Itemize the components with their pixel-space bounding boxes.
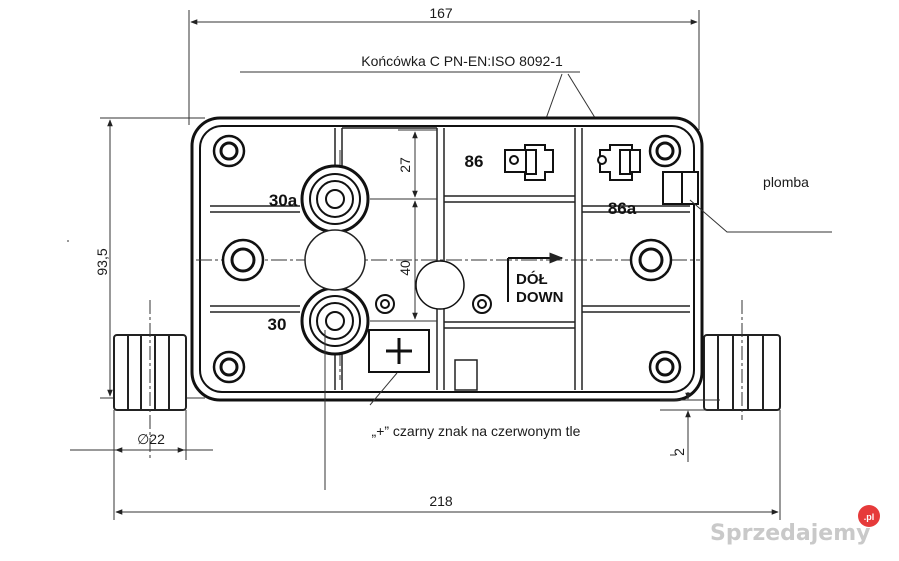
hole-mid-left (221, 238, 265, 282)
stud-30 (300, 286, 370, 356)
seal-block (662, 171, 699, 205)
plus-note: „+” czarny znak na czerwonym tle (372, 423, 581, 439)
dimension-bottom (113, 410, 781, 520)
hole-bottom-right (648, 350, 682, 384)
dim-width-bottom: 218 (429, 493, 453, 509)
dim-27: 27 (397, 157, 413, 173)
dim-diameter: ∅22 (137, 431, 165, 447)
plus-symbol-box (368, 329, 430, 373)
small-pins (375, 260, 492, 314)
connector-spec-label: Końcówka C PN-EN:ISO 8092-1 (361, 53, 563, 69)
terminal-30-label: 30 (268, 315, 287, 334)
dim-40: 40 (397, 260, 413, 276)
seal-label: plomba (763, 174, 809, 190)
hole-top-left (212, 134, 246, 168)
internal-ribs (210, 127, 690, 391)
hole-mid-right (629, 238, 673, 282)
connector-86 (504, 144, 554, 181)
stud-30a (300, 164, 370, 234)
dim-2: 2 (671, 448, 687, 456)
terminal-86-label: 86 (465, 152, 484, 171)
terminal-86a-label: 86a (608, 199, 637, 218)
connector-86a (597, 144, 641, 181)
dim-27-40-lines (370, 129, 437, 322)
corner-holes (212, 134, 682, 384)
dimension-top (188, 10, 700, 130)
dimension-2 (660, 392, 720, 462)
watermark: Sprzedajemy .pl (710, 505, 880, 546)
orientation-en: DOWN (516, 289, 564, 306)
down-arrow (507, 252, 564, 302)
terminal-30a-label: 30a (269, 191, 298, 210)
hole-bottom-left (212, 350, 246, 384)
watermark-text: Sprzedajemy (710, 521, 871, 546)
watermark-suffix: .pl (864, 512, 875, 522)
centre-boss (304, 229, 366, 291)
dim-width-top: 167 (429, 5, 453, 21)
orientation-pl: DÓŁ (516, 270, 548, 288)
dim-height: 93,5 (94, 248, 110, 275)
hole-top-right (648, 134, 682, 168)
